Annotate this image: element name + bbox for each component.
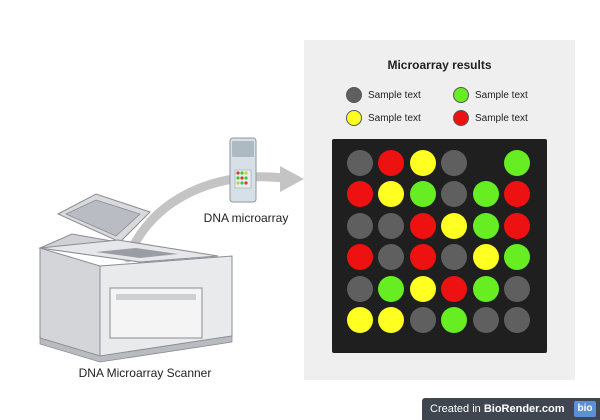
spot-green <box>472 212 499 239</box>
badge-prefix: Created in <box>430 403 484 415</box>
spot-red <box>378 150 405 176</box>
spot-gray <box>504 307 530 333</box>
spot-yellow <box>472 244 499 271</box>
legend-item-gray: Sample text <box>346 86 421 104</box>
slide-label: DNA microarray <box>203 211 289 225</box>
spot-green <box>472 275 499 302</box>
biorender-logo-icon: bio <box>574 401 596 417</box>
legend-item-yellow: Sample text <box>346 109 421 127</box>
microarray-slide <box>229 137 257 203</box>
microarray-grid <box>332 139 547 353</box>
spot-green <box>378 275 405 302</box>
spot-gray <box>441 181 468 208</box>
spot-yellow <box>409 275 436 302</box>
spot-green <box>504 150 530 176</box>
badge-brand: BioRender.com <box>483 403 565 415</box>
scanner-label: DNA Microarray Scanner <box>78 366 212 380</box>
spot-green <box>504 244 530 271</box>
legend-text: Sample text <box>475 112 528 124</box>
legend-text: Sample text <box>368 112 421 124</box>
biorender-badge[interactable]: Created in BioRender.com bio <box>422 398 600 420</box>
spot-yellow <box>378 181 405 208</box>
spot-red <box>347 181 373 208</box>
spot-gray <box>378 212 405 239</box>
results-title: Microarray results <box>387 58 492 72</box>
legend-dot-yellow <box>346 110 362 126</box>
legend-dot-green <box>453 87 469 103</box>
spot-yellow <box>409 150 436 176</box>
spot-red <box>504 181 530 208</box>
legend-dot-gray <box>346 87 362 103</box>
spot-red <box>441 275 468 302</box>
scanner-machine <box>38 193 233 363</box>
legend-text: Sample text <box>368 89 421 101</box>
spot-yellow <box>378 307 405 333</box>
results-panel: Microarray results Sample text Sample te… <box>304 40 575 380</box>
spot-green <box>472 181 499 208</box>
spot-red <box>504 212 530 239</box>
spot-gray <box>378 244 405 271</box>
legend-dot-red <box>453 110 469 126</box>
spot-yellow <box>441 212 468 239</box>
spot-gray <box>409 307 436 333</box>
flow-arrow <box>123 166 304 263</box>
spot-green <box>409 181 436 208</box>
spot-gray <box>347 212 373 239</box>
spot-yellow <box>347 307 373 333</box>
legend-item-green: Sample text <box>453 86 528 104</box>
spot-gray <box>472 307 499 333</box>
legend-item-red: Sample text <box>453 109 528 127</box>
spot-gray <box>441 150 468 176</box>
spot-red <box>409 244 436 271</box>
spot-gray <box>347 275 373 302</box>
spot-red <box>409 212 436 239</box>
spot-red <box>347 244 373 271</box>
badge-text: Created in BioRender.com <box>430 403 565 415</box>
spot-green <box>441 307 468 333</box>
spot-gray <box>504 275 530 302</box>
legend-text: Sample text <box>475 89 528 101</box>
spot-gray <box>347 150 373 176</box>
spot-gray <box>441 244 468 271</box>
